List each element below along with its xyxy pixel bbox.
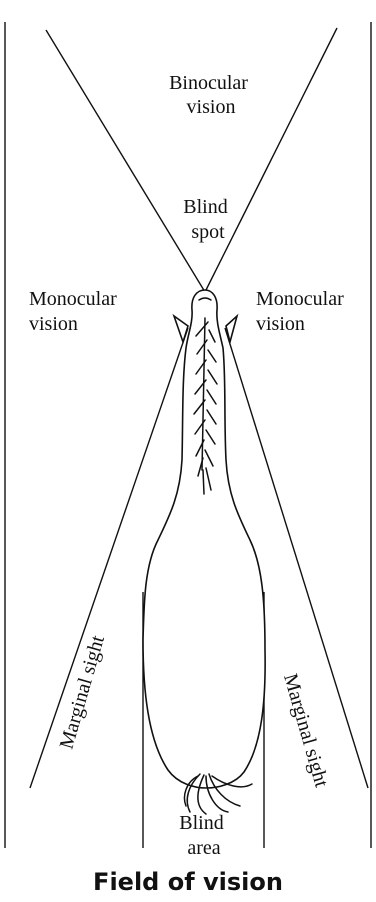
horse-left-ear bbox=[174, 316, 188, 342]
binocular-left-line bbox=[46, 30, 205, 292]
monocular-vision-left-label: Monocular vision bbox=[29, 288, 122, 335]
horse-tail bbox=[185, 774, 253, 814]
binocular-vision-label: Binocular vision bbox=[169, 72, 253, 118]
figure-caption: Field of vision bbox=[93, 868, 283, 896]
binocular-right-line bbox=[205, 28, 337, 292]
blind-area-label: Blind area bbox=[179, 812, 228, 859]
horse-illustration bbox=[143, 290, 265, 814]
monocular-vision-right-label: Monocular vision bbox=[256, 288, 349, 335]
marginal-sight-right-label: Marginal sight bbox=[279, 671, 332, 790]
blind-spot-label: Blind spot bbox=[183, 196, 232, 243]
